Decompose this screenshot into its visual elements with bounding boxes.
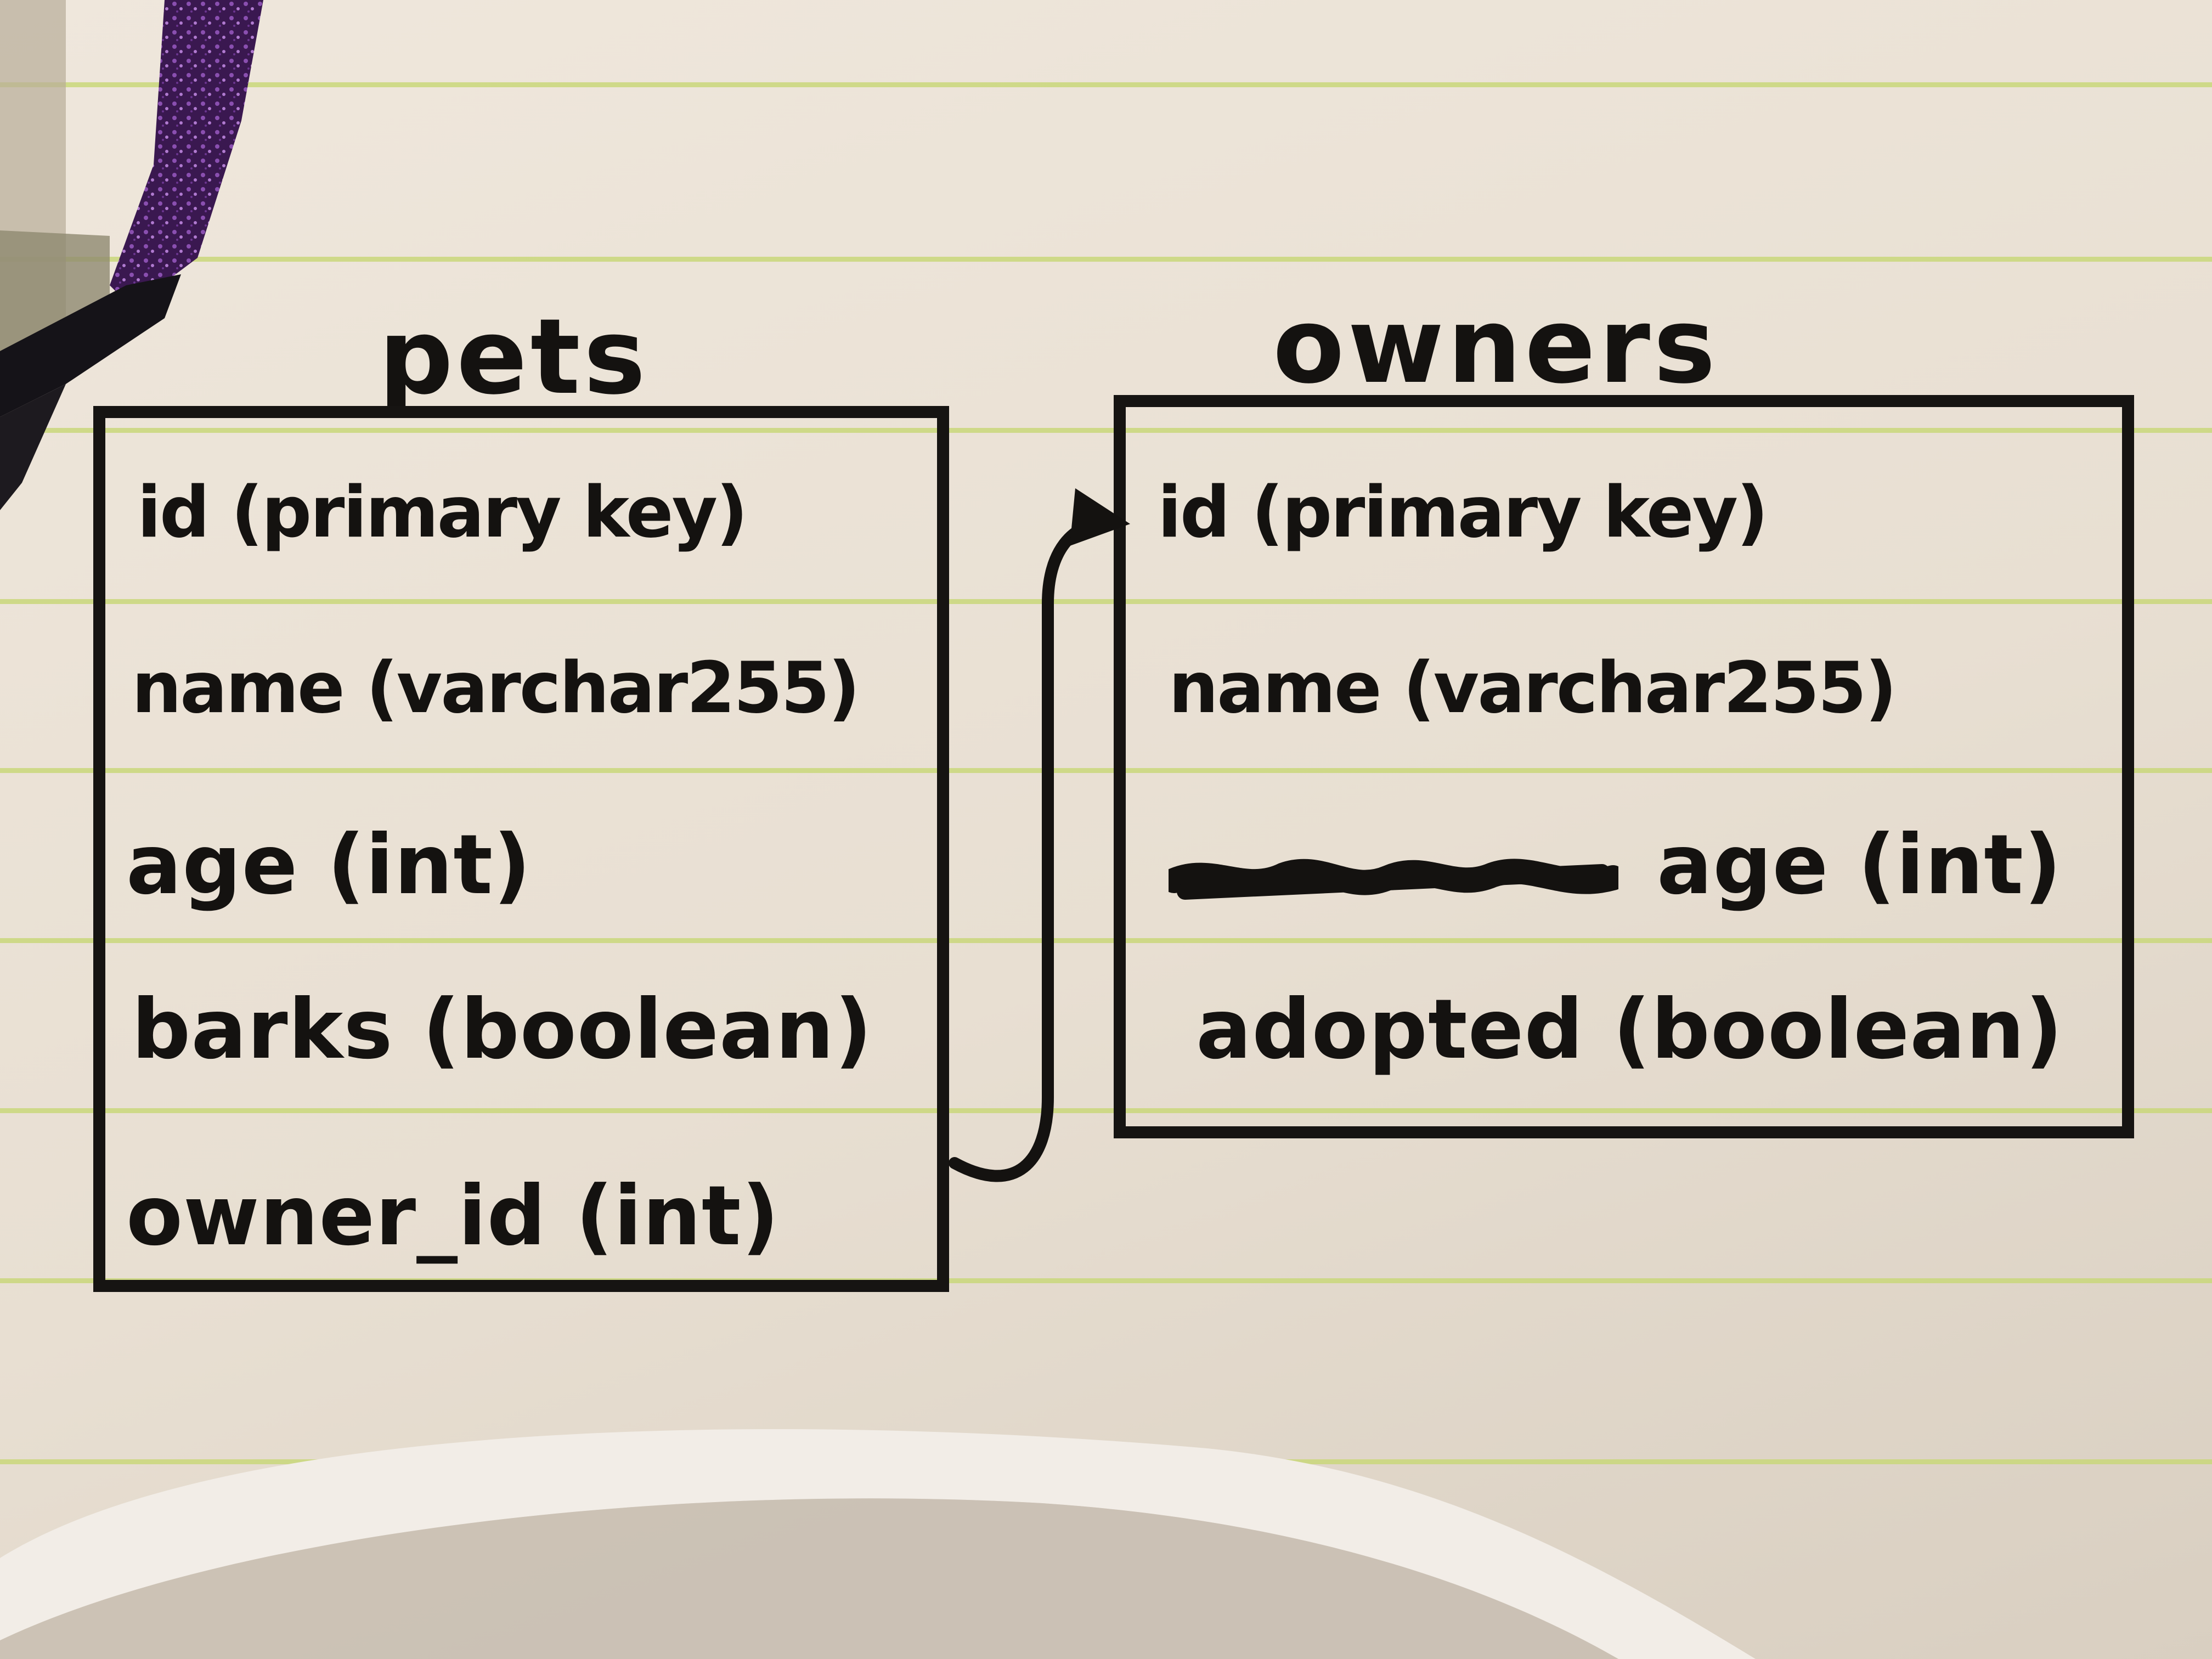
ruled-line <box>0 257 2212 262</box>
pets-field-barks: barks (boolean) <box>132 982 873 1077</box>
owners-table-title: owners <box>1273 285 1719 407</box>
ruled-line <box>0 1278 2212 1283</box>
glitter-ribbon <box>110 0 263 307</box>
owners-field-id: id (primary key) <box>1158 472 1768 554</box>
owners-field-name: name (varchar255) <box>1169 647 1897 729</box>
ruled-line <box>0 768 2212 773</box>
ruled-line <box>0 1108 2212 1113</box>
scribbled-out-text <box>1169 859 1618 900</box>
owners-field-age: age (int) <box>1657 817 2062 913</box>
ruled-line <box>0 428 2212 433</box>
owners-table-box <box>1114 395 2134 1138</box>
pets-table-box <box>93 406 949 1292</box>
ruled-line <box>0 938 2212 943</box>
pets-table-title: pets <box>379 296 649 417</box>
ruled-line <box>0 599 2212 604</box>
owners-field-adopted: adopted (boolean) <box>1196 982 2063 1077</box>
pets-field-name: name (varchar255) <box>132 647 860 729</box>
ruled-line <box>0 82 2212 87</box>
pets-field-age: age (int) <box>126 817 532 913</box>
pets-field-owner-id: owner_id (int) <box>126 1169 780 1264</box>
arrowhead-icon <box>1070 488 1130 546</box>
pets-field-id: id (primary key) <box>137 472 748 554</box>
